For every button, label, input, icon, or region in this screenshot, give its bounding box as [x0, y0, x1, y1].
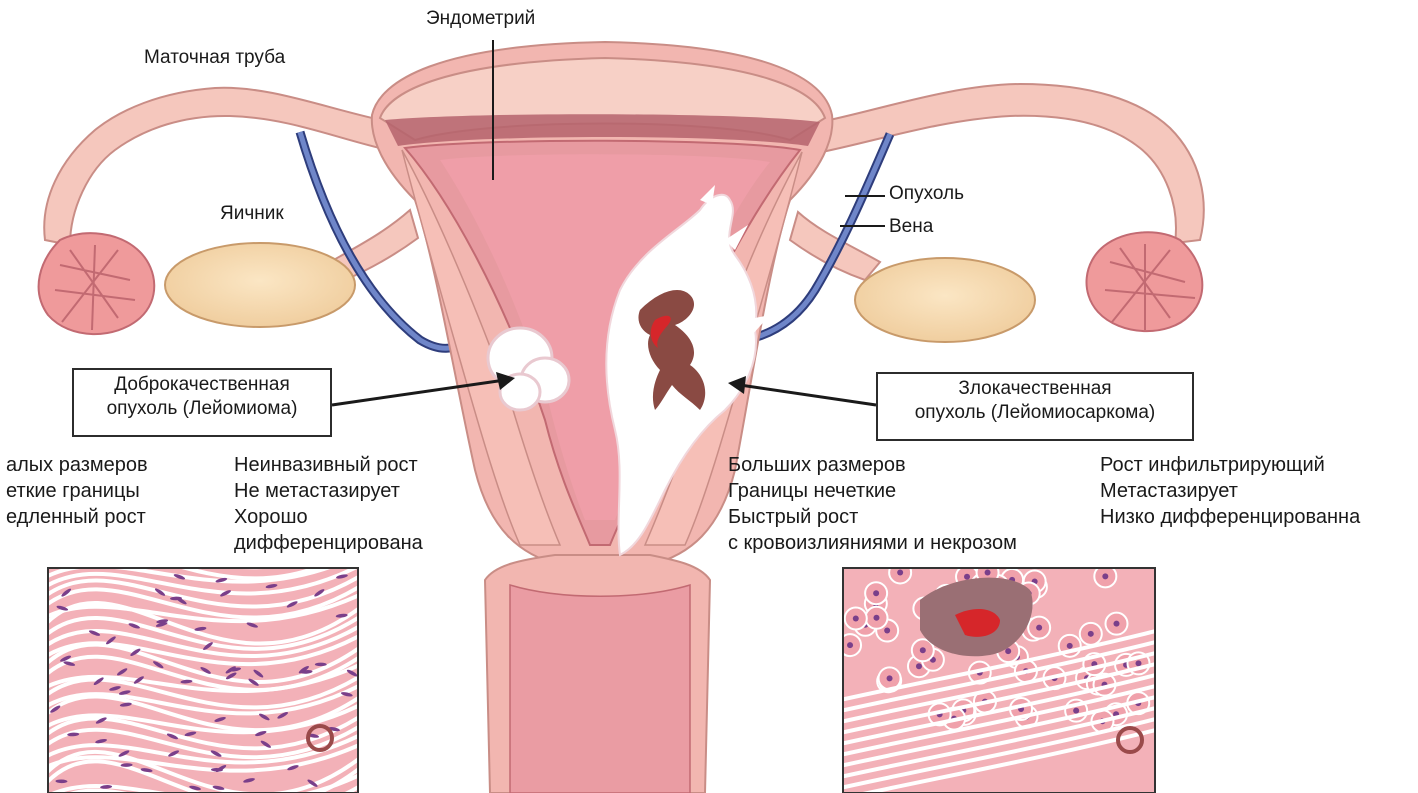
malignant-box-line1: Злокачественная: [878, 377, 1192, 401]
benign-features-left: алых размеров еткие границы едленный рос…: [6, 452, 148, 530]
benign-box-line1: Доброкачественная: [74, 373, 330, 397]
tumor-in-vein: [833, 188, 842, 230]
malignant-feature: Быстрый рост: [728, 504, 1017, 530]
malignant-feature: Рост инфильтрирующий: [1100, 452, 1418, 478]
malignant-feature: Метастазирует: [1100, 478, 1418, 504]
benign-tumor-box: Доброкачественная опухоль (Лейомиома): [72, 368, 332, 437]
label-tumor: Опухоль: [889, 183, 964, 205]
malignant-feature: Границы нечеткие: [728, 478, 1017, 504]
malignant-features-left: Больших размеров Границы нечеткие Быстры…: [728, 452, 1017, 556]
ovary-right: [855, 258, 1035, 342]
benign-features-right: Неинвазивный рост Не метастазирует Хорош…: [234, 452, 423, 556]
histology-benign: [40, 530, 370, 793]
malignant-feature: Низко дифференцированна: [1100, 504, 1418, 530]
malignant-tumor-box: Злокачественная опухоль (Лейомиосаркома): [876, 372, 1194, 441]
malignant-feature: с кровоизлияниями и некрозом: [728, 530, 1017, 556]
histology-malignant: [839, 561, 1160, 793]
ovary-left: [165, 243, 355, 327]
benign-feature: дифференцирована: [234, 530, 423, 556]
benign-feature: Не метастазирует: [234, 478, 423, 504]
benign-box-line2: опухоль (Лейомиома): [74, 397, 330, 421]
malignant-feature: Больших размеров: [728, 452, 1017, 478]
benign-feature: Неинвазивный рост: [234, 452, 423, 478]
malignant-features-right: Рост инфильтрирующий Метастазирует Низко…: [1100, 452, 1418, 530]
benign-feature: алых размеров: [6, 452, 148, 478]
cervix: [485, 555, 710, 793]
label-ovary: Яичник: [220, 203, 284, 225]
label-endometrium: Эндометрий: [426, 8, 535, 30]
malignant-box-line2: опухоль (Лейомиосаркома): [878, 401, 1192, 425]
benign-feature: Хорошо: [234, 504, 423, 530]
benign-feature: еткие границы: [6, 478, 148, 504]
benign-feature: едленный рост: [6, 504, 148, 530]
label-vein: Вена: [889, 216, 933, 238]
label-fallopian-tube: Маточная труба: [144, 47, 285, 69]
